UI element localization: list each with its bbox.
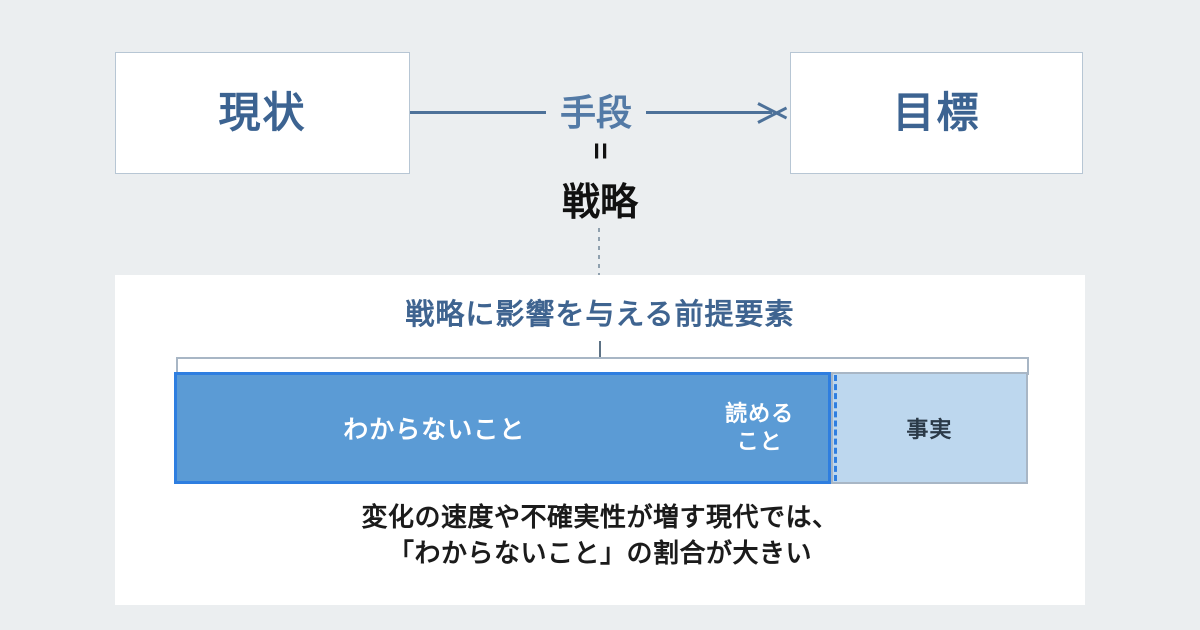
node-label-current-state: 現状 <box>218 89 307 136</box>
panel-caption-line-1: 変化の速度や不確実性が増す現代では、 <box>361 502 839 532</box>
bar-segment-readable-label-line1: 読める <box>725 401 795 426</box>
arrow-line-right-segment <box>642 111 772 114</box>
node-box-current-state: 現状 <box>115 52 410 174</box>
heading-connector-tick <box>599 341 601 358</box>
strategy-word: 戦略 <box>561 182 638 224</box>
bar-segment-fact-label: 事実 <box>906 417 953 442</box>
panel-caption: 変化の速度や不確実性が増す現代では、 「わからないこと」の割合が大きい <box>115 499 1085 571</box>
bar-segment-readable-label-line2: こと <box>736 429 783 454</box>
arrow-label-means: 手段 <box>546 85 646 141</box>
bar-segment-fact: 事実 <box>830 372 1028 484</box>
panel-heading: 戦略に影響を与える前提要素 <box>405 299 795 331</box>
arrow-line-left-segment <box>410 111 550 114</box>
node-label-goal: 目標 <box>892 89 981 136</box>
lower-panel: 戦略に影響を与える前提要素 わからないこと 読める こと 事実 変化の速度や不確… <box>115 275 1085 605</box>
node-box-goal: 目標 <box>790 52 1083 174</box>
bar-segment-readable: 読める こと <box>691 372 831 484</box>
panel-caption-line-2: 「わからないこと」の割合が大きい <box>387 538 812 568</box>
bracket-outline <box>176 357 1029 375</box>
bar-dashed-divider <box>834 375 837 481</box>
dotted-line-icon <box>598 228 600 276</box>
bar-segment-unknown-label: わからないこと <box>343 416 526 444</box>
bar-segment-readable-label: 読める こと <box>725 400 794 456</box>
bar-segment-unknown: わからないこと <box>174 372 692 484</box>
stacked-bar: わからないこと 読める こと 事実 <box>174 372 1028 484</box>
flow-arrow: 手段 <box>410 85 790 141</box>
equals-mark: = <box>584 142 617 160</box>
arrow-right-icon <box>758 95 792 129</box>
